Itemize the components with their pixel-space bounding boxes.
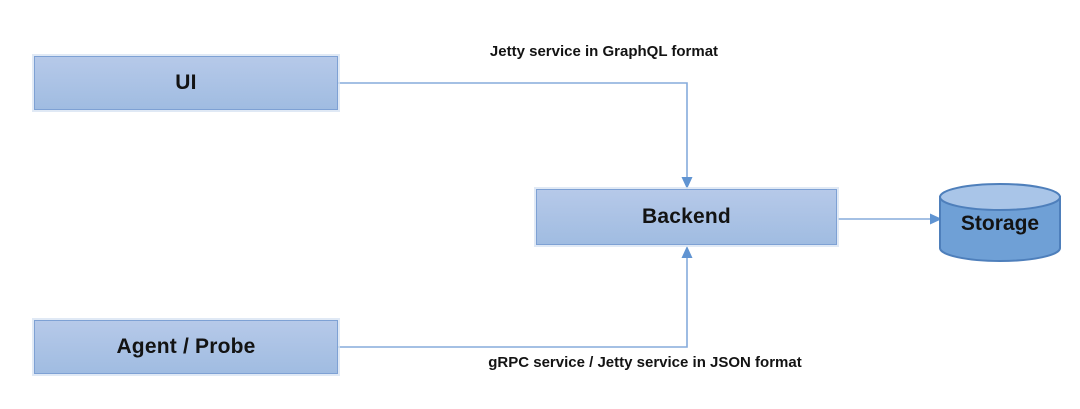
- edge-ui-backend-line: [338, 82, 688, 178]
- node-backend: Backend: [536, 189, 837, 245]
- node-agent-probe: Agent / Probe: [34, 320, 338, 374]
- edge-ui-backend-label: Jetty service in GraphQL format: [489, 43, 719, 60]
- edge-agent-backend-label: gRPC service / Jetty service in JSON for…: [488, 354, 802, 371]
- node-backend-label: Backend: [642, 205, 731, 228]
- cylinder-icon: [939, 183, 1061, 262]
- edge-backend-storage-arrowhead: [930, 213, 942, 225]
- node-storage: Storage: [938, 182, 1062, 264]
- edge-ui-backend-arrowhead: [681, 177, 693, 189]
- node-storage-label: Storage: [960, 212, 1040, 235]
- node-ui: UI: [34, 56, 338, 110]
- edge-agent-backend-line: [338, 257, 688, 348]
- node-ui-label: UI: [175, 71, 197, 94]
- node-agent-probe-label: Agent / Probe: [116, 335, 256, 358]
- edge-agent-backend-arrowhead: [681, 246, 693, 258]
